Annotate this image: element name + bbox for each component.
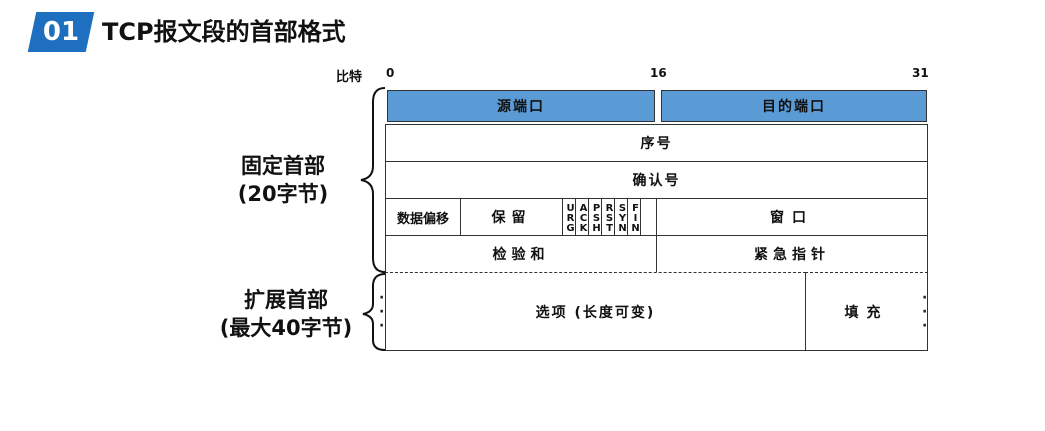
ext-header-line1: 扩展首部 — [244, 288, 328, 312]
urgent-pointer-cell: 紧急指针 — [656, 235, 928, 273]
ext-header-brace — [362, 273, 386, 351]
checksum-cell: 检验和 — [385, 235, 657, 273]
section-number: 01 — [42, 17, 80, 47]
bit-label: 比特 — [336, 70, 363, 85]
ack-cell: 确认号 — [385, 161, 928, 199]
seq-cell: 序号 — [385, 124, 928, 162]
ext-header-line2: (最大40字节) — [219, 316, 353, 340]
tick-16: 16 — [650, 66, 667, 80]
fixed-header-label: 固定首部 (20字节) — [228, 152, 338, 208]
window-cell: 窗口 — [656, 198, 928, 236]
flag-urg: URG — [562, 198, 576, 236]
flag-syn: SYN — [614, 198, 628, 236]
page-title: TCP报文段的首部格式 — [102, 18, 346, 46]
data-offset-cell: 数据偏移 — [385, 198, 461, 236]
options-right-dots: · · · — [922, 290, 928, 334]
flag-ack: ACK — [575, 198, 589, 236]
fixed-header-line1: 固定首部 — [241, 154, 325, 178]
options-left-dots: · · · — [379, 290, 385, 334]
fixed-header-brace — [360, 87, 386, 273]
flag-fin: FIN — [627, 198, 641, 236]
tick-0: 0 — [386, 66, 395, 80]
src-port-cell: 源端口 — [387, 90, 655, 122]
ext-header-label: 扩展首部 (最大40字节) — [212, 286, 360, 342]
dst-port-cell: 目的端口 — [661, 90, 927, 122]
tick-31: 31 — [912, 66, 929, 80]
flag-spacer — [640, 198, 657, 236]
reserved-cell: 保留 — [460, 198, 563, 236]
fixed-header-line2: (20字节) — [237, 182, 329, 206]
padding-cell: 填充 — [805, 272, 928, 351]
flag-psh: PSH — [588, 198, 602, 236]
header-braces — [360, 87, 386, 351]
options-cell: 选项 (长度可变) — [385, 272, 806, 351]
flag-rst: RST — [601, 198, 615, 236]
tcp-header-grid: 源端口 目的端口 序号 确认号 数据偏移 保留 URG ACK PSH RST … — [385, 86, 928, 351]
